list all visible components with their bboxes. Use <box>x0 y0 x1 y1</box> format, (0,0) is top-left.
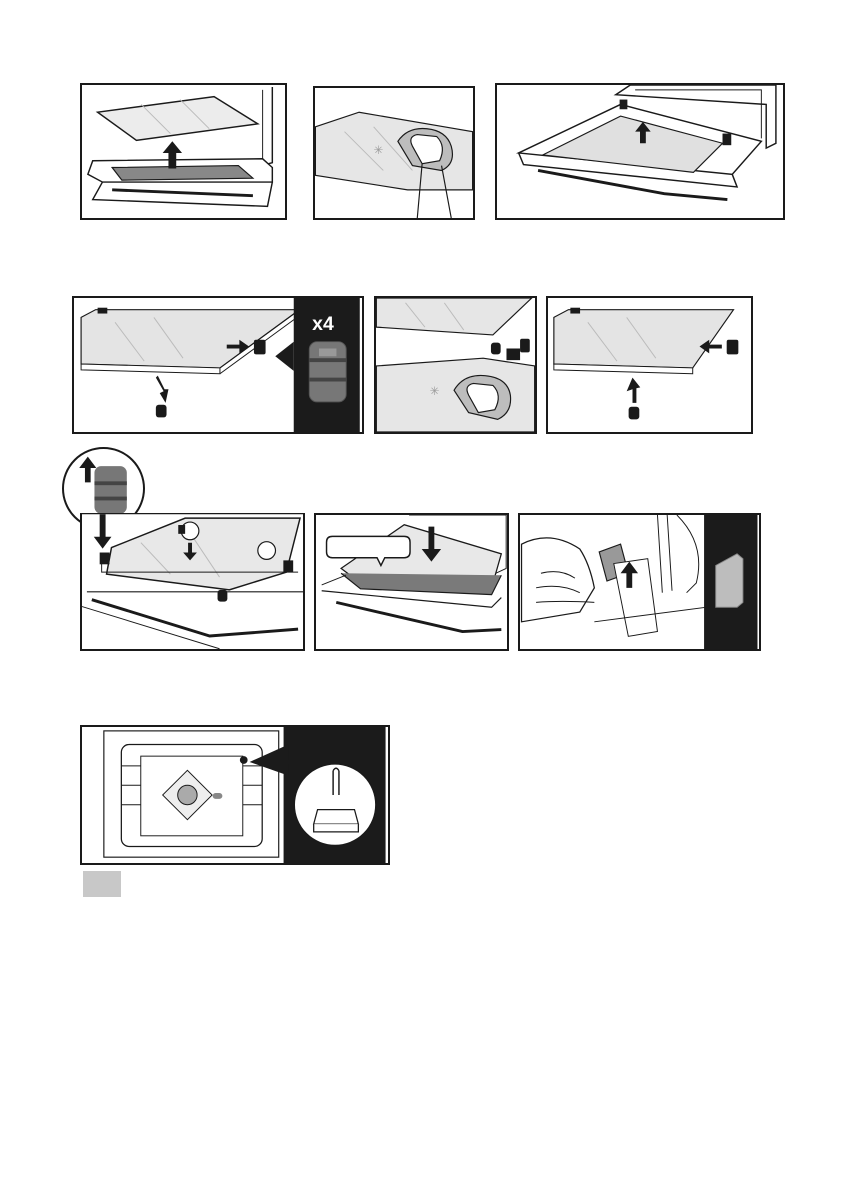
lamp-icon <box>240 756 248 764</box>
wipe-glass-illustration: ✳ <box>315 88 473 218</box>
insert-glass-illustration <box>82 513 303 649</box>
open-door-illustration <box>497 85 783 218</box>
refit-clips-panel <box>546 296 753 434</box>
oven-cavity-illustration <box>82 727 388 863</box>
clean-both-glasses-panel: ✳ <box>374 296 537 434</box>
remove-clips-illustration: x4 <box>74 298 362 432</box>
wipe-glass-panel: ✳ <box>313 86 475 220</box>
hinge-insert-panel <box>518 513 761 651</box>
lift-glass-panel <box>80 83 287 220</box>
clip-icon <box>309 342 346 402</box>
note-marker-box <box>83 871 121 897</box>
svg-text:✳: ✳ <box>430 384 440 398</box>
refit-clips-illustration <box>548 298 751 432</box>
open-door-panel <box>495 83 785 220</box>
lift-glass-illustration <box>82 85 285 218</box>
remove-clips-panel: x4 <box>72 296 364 434</box>
lower-glass-panel <box>314 513 509 651</box>
arrow-down-icon <box>94 514 112 548</box>
oven-cavity-panel <box>80 725 390 865</box>
arrow-up-icon <box>79 457 96 483</box>
insert-glass-panel <box>80 513 305 651</box>
clean-both-glasses-illustration: ✳ <box>376 298 535 432</box>
arrow-down-icon <box>156 376 169 403</box>
hinge-insert-illustration <box>520 515 759 649</box>
lower-glass-illustration <box>316 515 507 649</box>
arrow-up-icon <box>627 378 641 403</box>
clip-icon <box>94 466 126 514</box>
x4-badge: x4 <box>312 313 334 335</box>
svg-text:✳: ✳ <box>374 143 384 157</box>
